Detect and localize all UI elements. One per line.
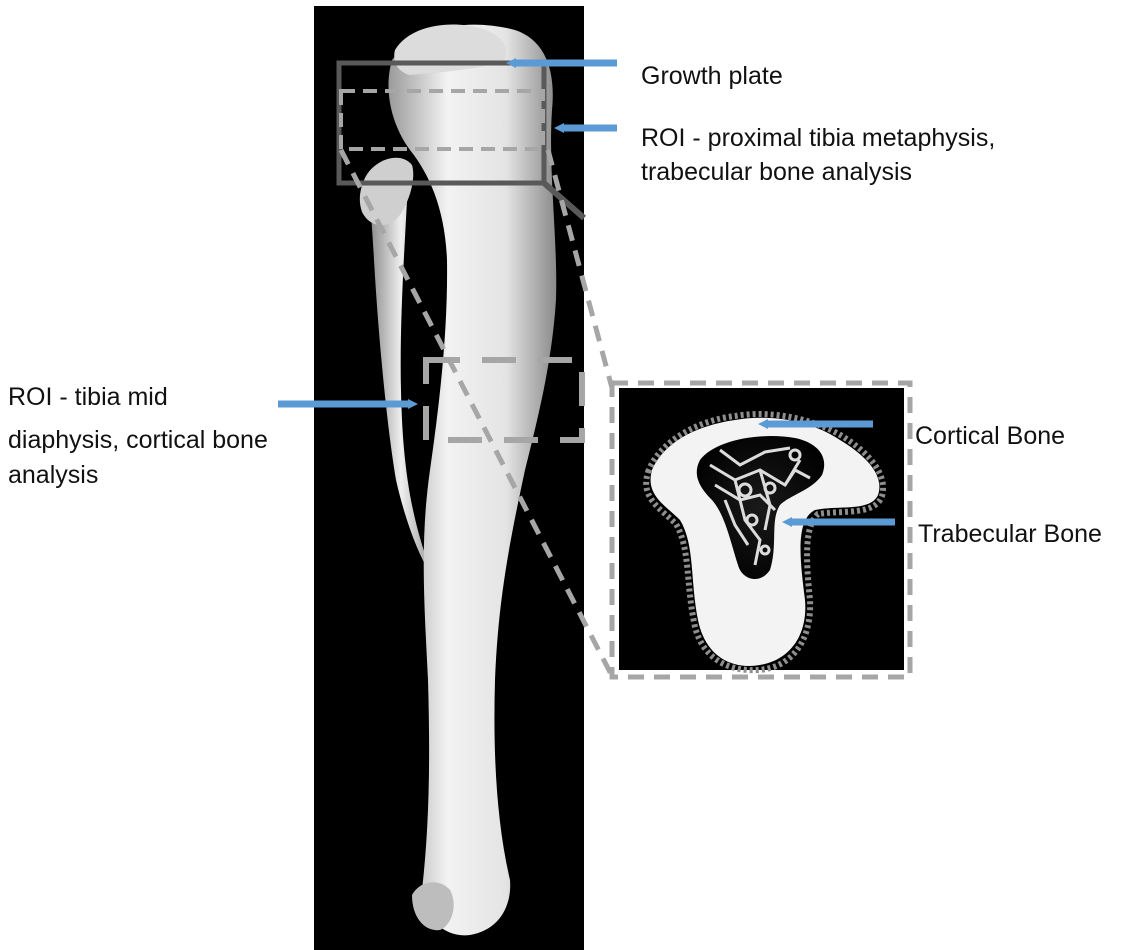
label-roi-mid-line2: diaphysis, cortical bone: [8, 424, 268, 457]
label-roi-proximal-line1: ROI - proximal tibia metaphysis,: [641, 122, 995, 155]
label-trabecular-bone: Trabecular Bone: [918, 518, 1102, 551]
label-growth-plate: Growth plate: [641, 60, 783, 93]
ct-bone-panel: [314, 6, 584, 950]
label-roi-mid-line3: analysis: [8, 459, 98, 492]
label-roi-mid-line1: ROI - tibia mid: [8, 381, 168, 414]
label-roi-proximal-line2: trabecular bone analysis: [641, 156, 912, 189]
label-cortical-bone: Cortical Bone: [915, 420, 1065, 453]
